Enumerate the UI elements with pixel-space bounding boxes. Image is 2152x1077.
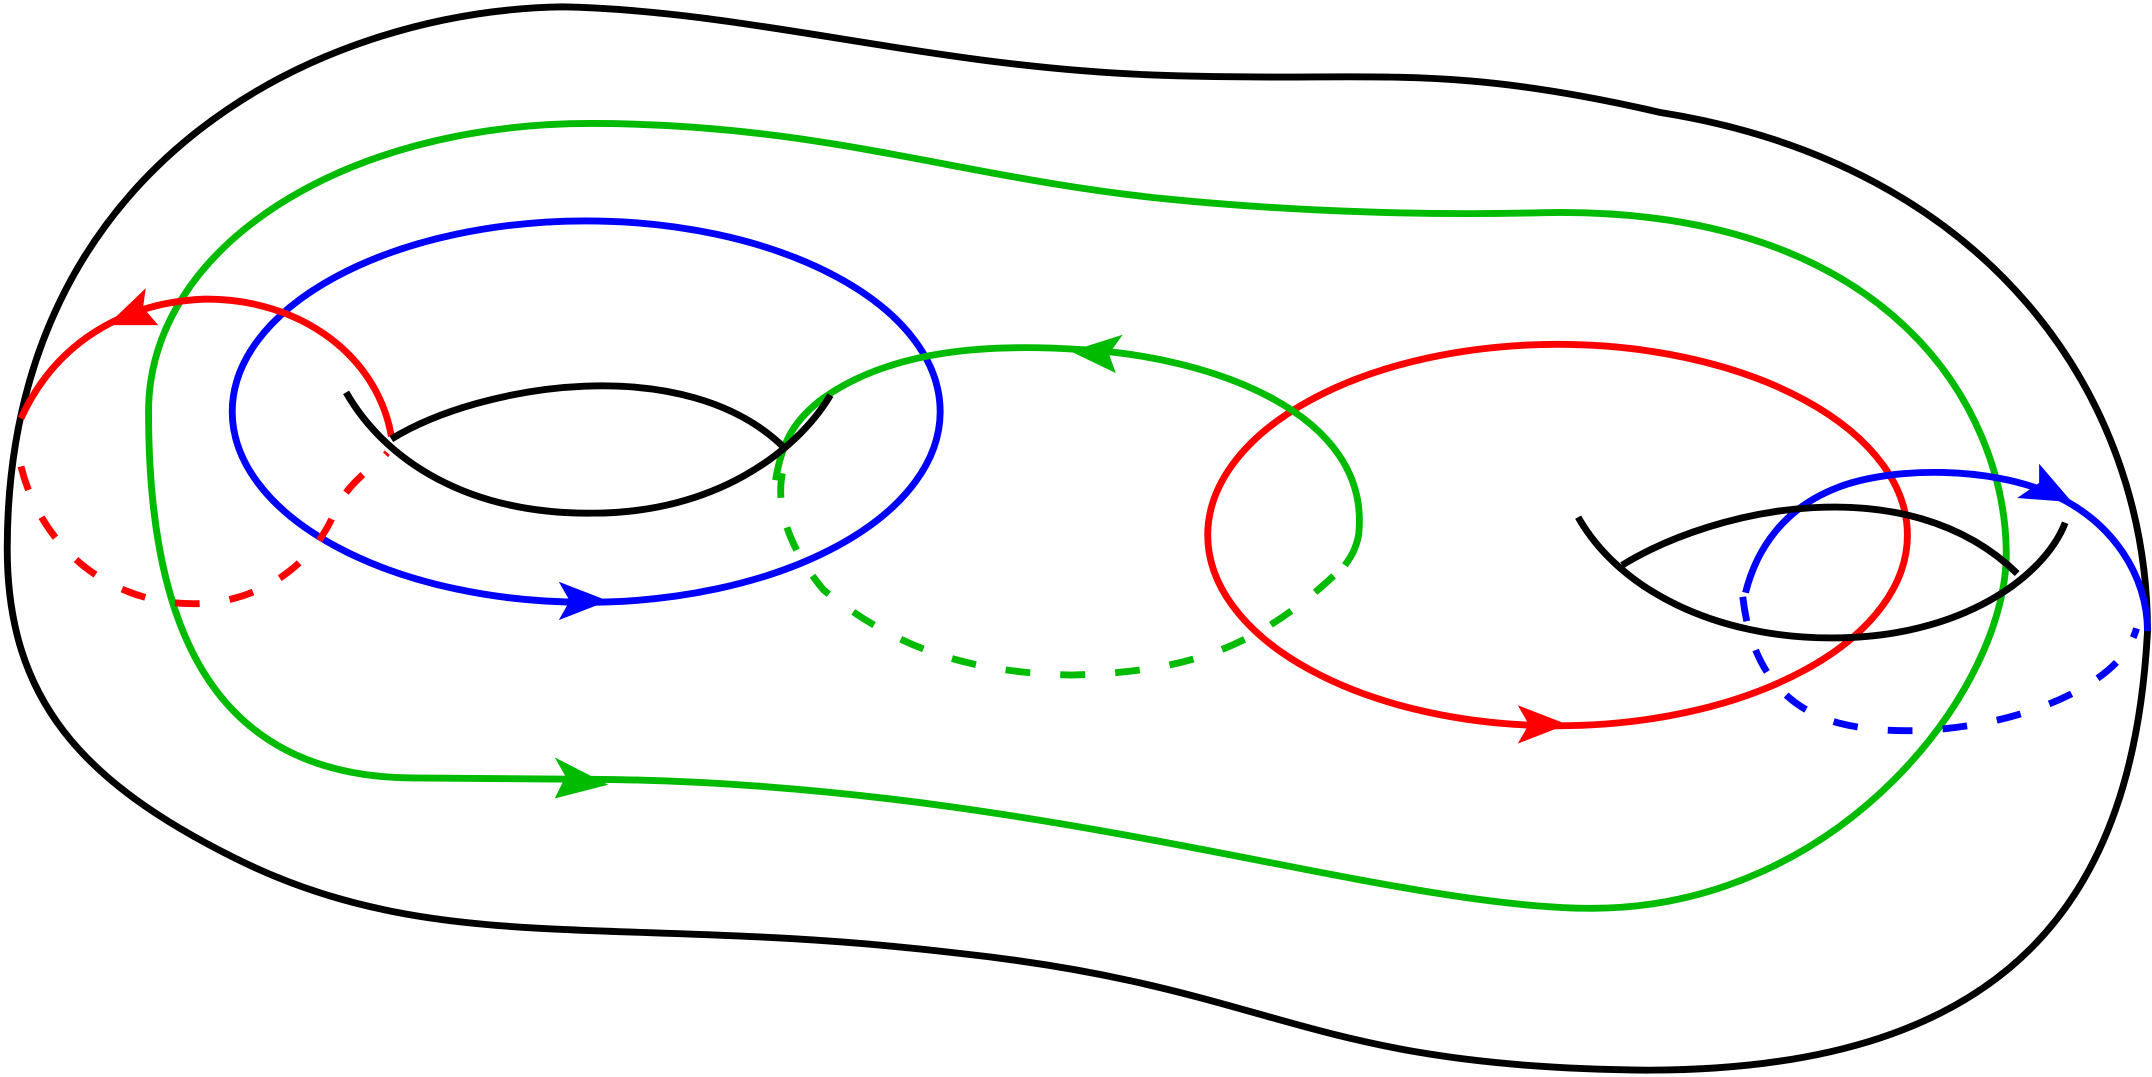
- green-inner-arrow-icon: [1070, 334, 1123, 374]
- right-hole-lower: [1575, 515, 2069, 642]
- red-left-arrow-icon: [107, 288, 159, 326]
- red-right-arrow-icon: [1517, 705, 1568, 744]
- red-right-loop: [1204, 340, 1911, 730]
- surface-outline: [3, 3, 2151, 1074]
- blue-left-arrow-icon: [558, 581, 609, 621]
- green-inner-dashed: [777, 472, 1348, 679]
- left-hole-lower: [343, 390, 834, 517]
- blue-right-arrow-icon: [2017, 463, 2073, 503]
- left-hole-upper: [389, 382, 788, 452]
- green-outer-curve: [145, 120, 2010, 912]
- blue-right-dashed: [1739, 596, 2140, 735]
- blue-left-loop: [228, 217, 944, 606]
- right-hole-upper: [1620, 503, 2020, 576]
- blue-right-solid: [1742, 468, 2151, 632]
- red-left-dashed: [17, 450, 390, 608]
- green-outer-arrow-icon: [554, 757, 609, 799]
- red-left-solid: [17, 295, 395, 437]
